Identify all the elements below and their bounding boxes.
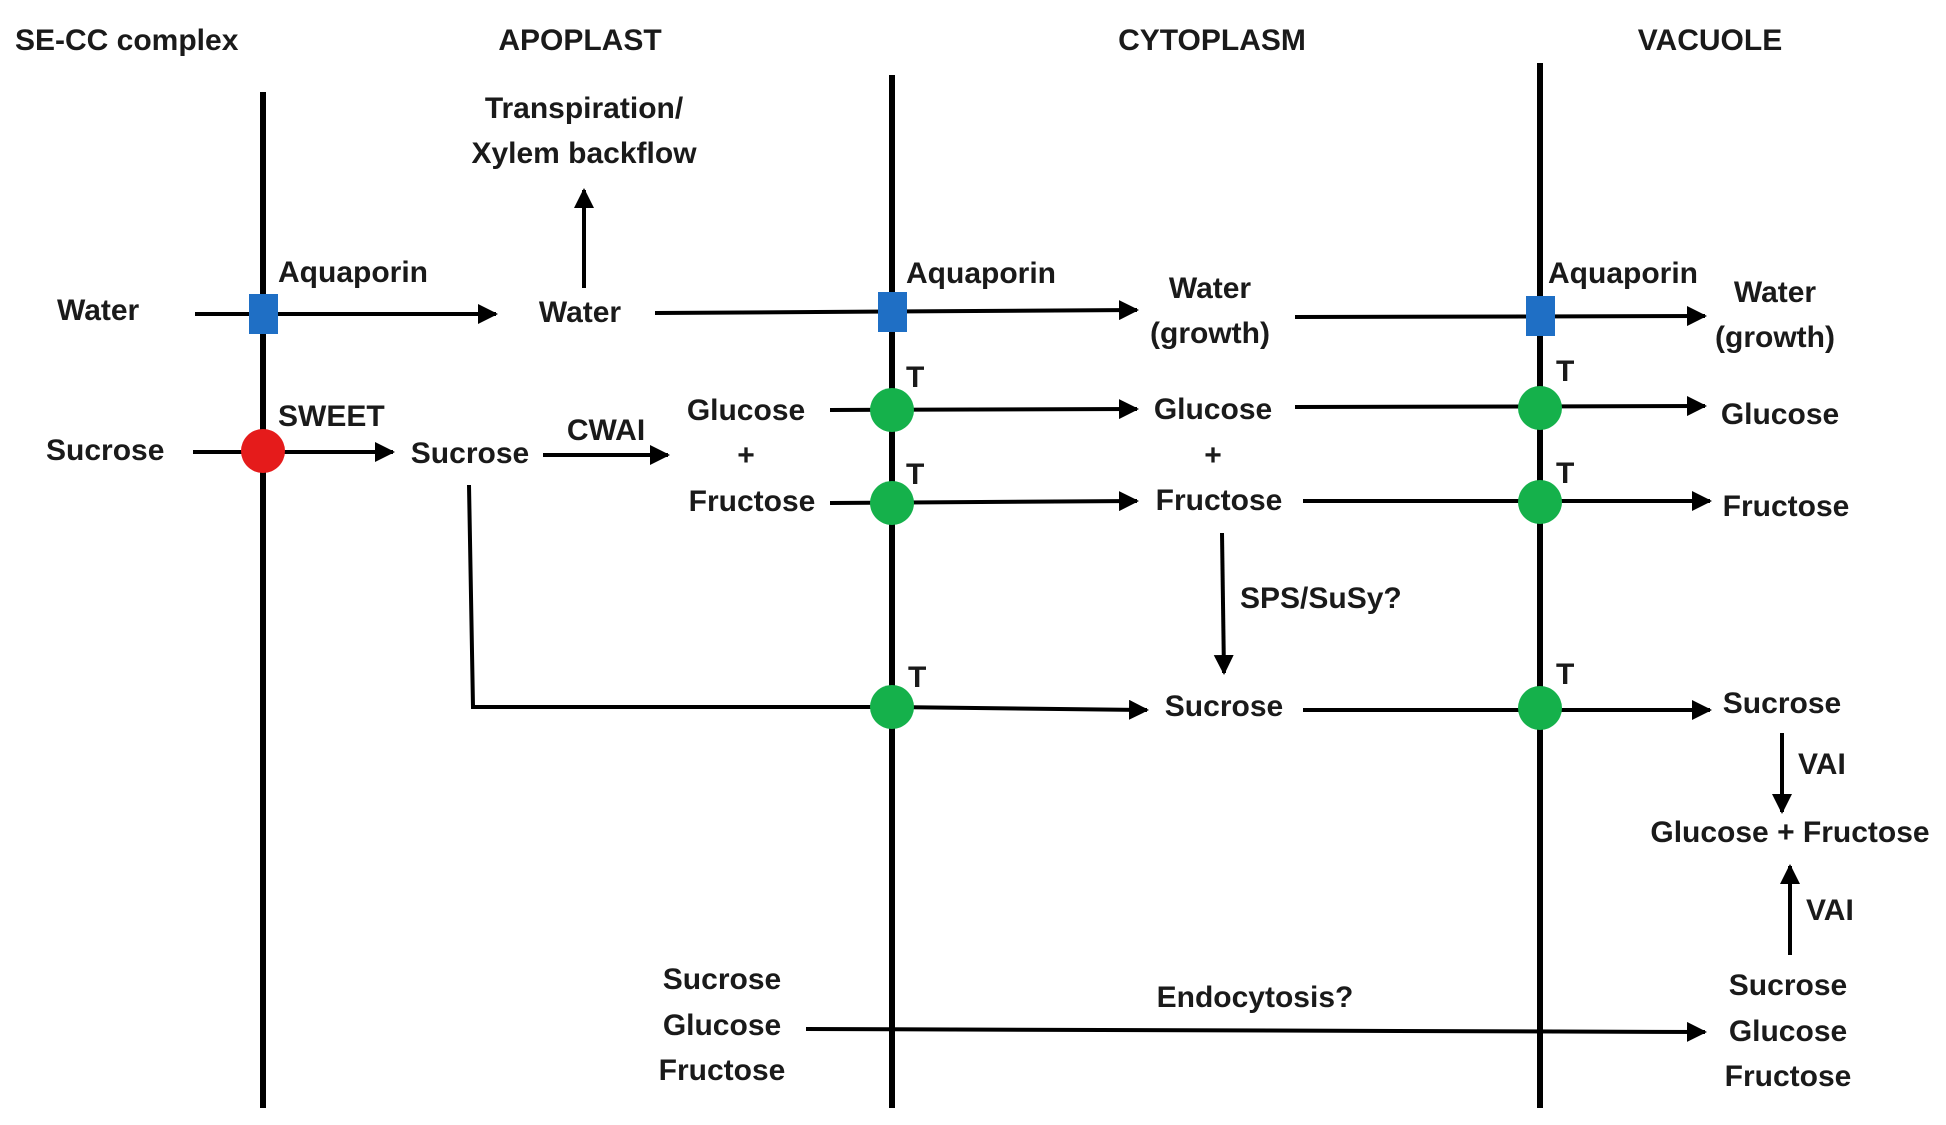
transporter-t-label-4: T (1556, 457, 1574, 490)
sweet-label: SWEET (278, 400, 385, 433)
vacuole-glucose-label: Glucose (1729, 1015, 1847, 1048)
aquaporin-symbol-tonoplast (1526, 296, 1555, 336)
sucrose-apoplast-label: Sucrose (411, 437, 529, 470)
plus-cytoplasm-label: + (1204, 439, 1222, 472)
endocytosis-fructose-label: Fructose (659, 1054, 786, 1087)
water-se-cc-label: Water (57, 294, 140, 327)
sucrose-direct-path (467, 484, 892, 709)
glucose-flow-cytoplasm-to-vacuole (1294, 396, 1707, 417)
glucose-cytoplasm-label: Glucose (1154, 393, 1272, 426)
fructose-apoplast-label: Fructose (689, 485, 816, 518)
water-flow-cytoplasm-to-vacuole (1294, 306, 1707, 327)
water-cytoplasm-growth-label: (growth) (1150, 317, 1270, 350)
water-cytoplasm-label: Water (1169, 272, 1252, 305)
transporter-t-label-5: T (908, 661, 926, 694)
sucrose-flow-to-cytoplasm (891, 699, 1149, 720)
transpiration-label: Transpiration/ (485, 92, 684, 125)
water-apoplast-label: Water (539, 296, 622, 329)
sucrose-vacuole-label: Sucrose (1723, 687, 1841, 720)
sweet-transporter-symbol (241, 429, 285, 473)
endocytosis-sucrose-label: Sucrose (663, 963, 781, 996)
transporter-symbol-fructose-tonoplast (1518, 480, 1562, 524)
transporter-t-label-2: T (906, 458, 924, 491)
vacuole-fructose-label: Fructose (1725, 1060, 1852, 1093)
glucose-apoplast-label: Glucose (687, 394, 805, 427)
transporter-t-label-6: T (1556, 658, 1574, 691)
vai-label-1: VAI (1798, 748, 1846, 781)
transporter-t-label-3: T (1556, 355, 1574, 388)
sps-susy-arrow (1213, 532, 1234, 675)
vacuole-sucrose-label: Sucrose (1729, 969, 1847, 1002)
transporter-symbol-glucose-tonoplast (1518, 386, 1562, 430)
aquaporin-symbol-se-cc (249, 294, 278, 334)
fructose-vacuole-label: Fructose (1723, 490, 1850, 523)
cwai-label: CWAI (567, 414, 645, 447)
glucose-vacuole-label: Glucose (1721, 398, 1839, 431)
aquaporin-label-tonoplast: Aquaporin (1548, 257, 1698, 290)
transporter-symbol-sucrose-plasma (870, 685, 914, 729)
sucrose-cytoplasm-label: Sucrose (1165, 690, 1283, 723)
header-se-cc-complex: SE-CC complex (15, 24, 239, 57)
fructose-cytoplasm-label: Fructose (1156, 484, 1283, 517)
endocytosis-arrow (805, 1021, 1707, 1042)
vai-label-2: VAI (1806, 894, 1854, 927)
transporter-symbol-glucose-plasma (870, 388, 914, 432)
xylem-backflow-label: Xylem backflow (471, 137, 697, 170)
water-vacuole-label: Water (1734, 276, 1817, 309)
aquaporin-label-se-cc: Aquaporin (278, 256, 428, 289)
glucose-fructose-vacuole-label: Glucose + Fructose (1650, 816, 1929, 849)
sucrose-se-cc-label: Sucrose (46, 434, 164, 467)
header-apoplast: APOPLAST (498, 24, 661, 57)
transporter-symbol-sucrose-tonoplast (1518, 686, 1562, 730)
endocytosis-label: Endocytosis? (1157, 981, 1354, 1014)
water-vacuole-growth-label: (growth) (1715, 321, 1835, 354)
endocytosis-glucose-label: Glucose (663, 1009, 781, 1042)
transporter-symbol-fructose-plasma (870, 481, 914, 525)
aquaporin-label-plasma: Aquaporin (906, 257, 1056, 290)
plus-apoplast-label: + (737, 439, 755, 472)
header-vacuole: VACUOLE (1638, 24, 1782, 57)
aquaporin-symbol-plasma (878, 292, 907, 332)
header-cytoplasm: CYTOPLASM (1118, 24, 1306, 57)
sps-susy-label: SPS/SuSy? (1240, 582, 1402, 615)
transporter-t-label-1: T (906, 361, 924, 394)
